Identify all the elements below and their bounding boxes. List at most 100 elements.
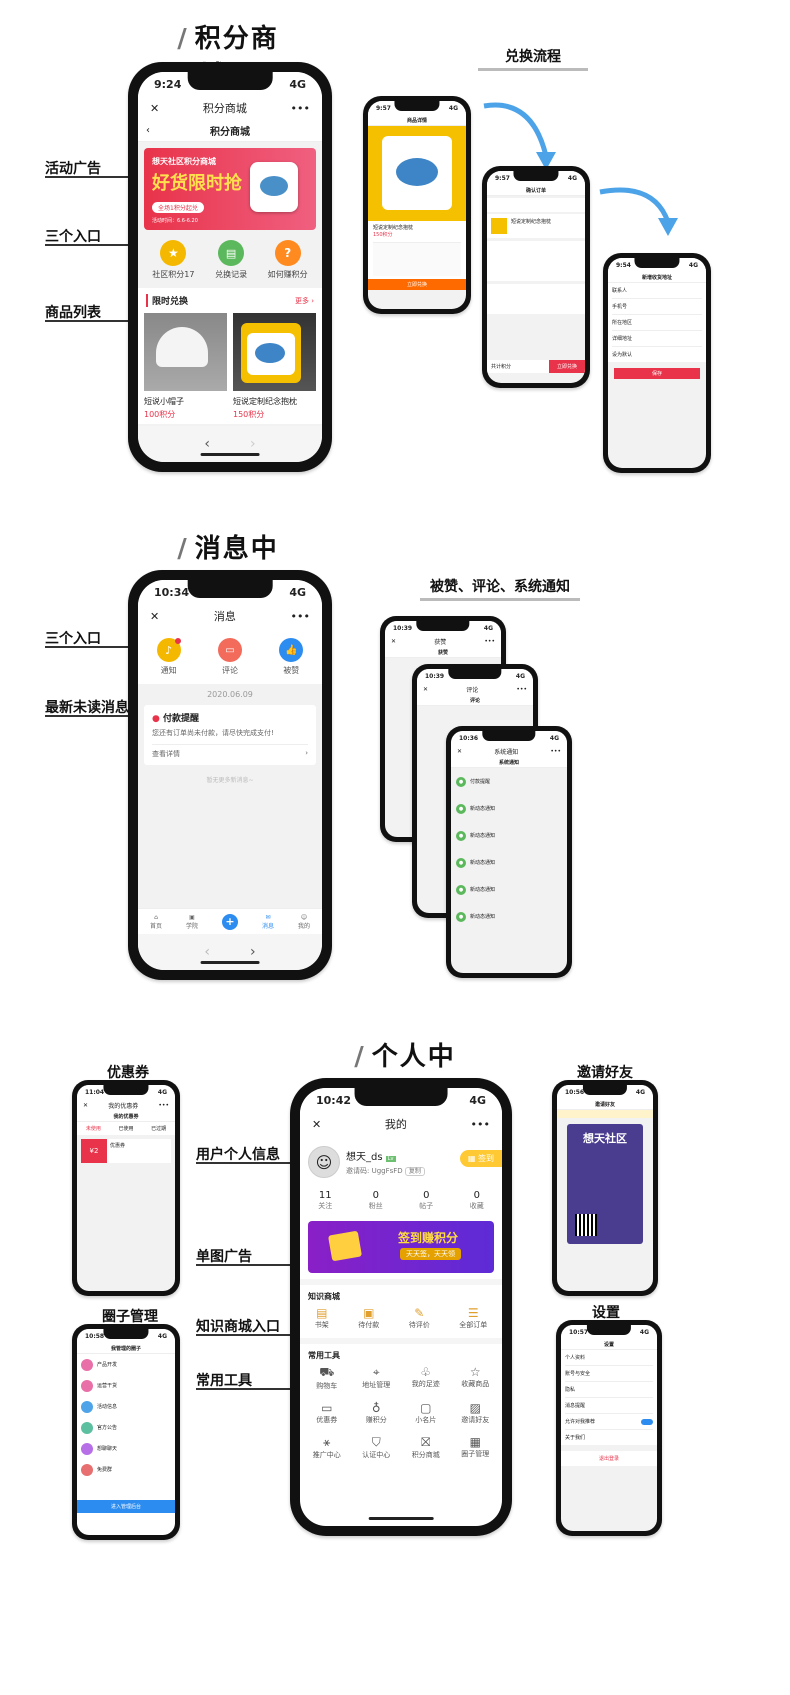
- circle-item[interactable]: 活动信息: [97, 1404, 118, 1410]
- toggle-switch[interactable]: [641, 1418, 653, 1425]
- earn-points-entry[interactable]: ? 如何赚积分: [268, 240, 308, 280]
- cart-tool[interactable]: ⛟购物车: [302, 1365, 352, 1391]
- product-card[interactable]: 短说小帽子 100积分: [144, 313, 227, 424]
- comment-entry[interactable]: ▭ 评论: [217, 638, 242, 676]
- notice-item[interactable]: 新动态通知: [470, 806, 496, 812]
- form-field[interactable]: 详细地址: [612, 331, 702, 347]
- footprint-tool[interactable]: ♧我的足迹: [401, 1365, 451, 1391]
- notice-item[interactable]: 新动态通知: [470, 860, 496, 866]
- notice-entry[interactable]: ♪ 通知: [156, 638, 181, 676]
- notice-list: ●付款提醒 ●新动态通知 ●新动态通知 ●新动态通知 ●新动态通知 ●新动态通知: [451, 768, 567, 930]
- tab-mine[interactable]: ☺我的: [297, 913, 310, 930]
- close-icon[interactable]: ✕: [83, 1101, 89, 1109]
- invite-poster[interactable]: 想天社区: [567, 1124, 643, 1244]
- more-icon[interactable]: •••: [290, 609, 310, 623]
- tab-unused[interactable]: 未使用: [85, 1126, 101, 1132]
- money-bag-icon: ♁: [371, 1401, 381, 1415]
- save-button[interactable]: 保存: [614, 368, 700, 379]
- settings-item[interactable]: 消息提醒: [565, 1398, 653, 1414]
- tab-message[interactable]: ✉消息: [261, 913, 274, 930]
- all-orders-entry[interactable]: ☰全部订单: [459, 1306, 488, 1329]
- circle-manage-tool[interactable]: ▦圈子管理: [451, 1435, 501, 1460]
- invite-tool[interactable]: ▨邀请好友: [451, 1401, 501, 1425]
- star-icon: ★: [160, 240, 187, 266]
- form-field[interactable]: 所在地区: [612, 315, 702, 331]
- back-arrow-icon[interactable]: ‹: [204, 944, 210, 960]
- verify-tool[interactable]: ⛉认证中心: [352, 1435, 402, 1460]
- checkin-button[interactable]: ▦ 签到: [459, 1150, 502, 1167]
- more-icon[interactable]: •••: [516, 685, 527, 693]
- more-icon[interactable]: •••: [470, 1117, 490, 1131]
- forward-arrow-icon[interactable]: ›: [250, 436, 256, 452]
- settings-item[interactable]: 账号与安全: [565, 1366, 653, 1382]
- circle-item[interactable]: 产品开发: [97, 1362, 118, 1368]
- signal-indicator: 4G: [289, 77, 306, 91]
- settings-item[interactable]: 隐私: [565, 1382, 653, 1398]
- exchange-button[interactable]: 立即兑换: [368, 279, 466, 290]
- points-entry[interactable]: ★ 社区积分17: [152, 240, 194, 280]
- notice-item[interactable]: 新动态通知: [470, 887, 496, 893]
- circle-item[interactable]: 运营干货: [97, 1383, 118, 1389]
- circle-item[interactable]: 免费群: [97, 1467, 113, 1473]
- settings-item[interactable]: 关于我们: [565, 1435, 586, 1441]
- avatar[interactable]: ☺: [308, 1146, 340, 1178]
- form-field[interactable]: 手机号: [612, 299, 702, 315]
- more-icon[interactable]: •••: [484, 637, 495, 645]
- tab-used[interactable]: 已使用: [118, 1126, 134, 1132]
- tab-post[interactable]: +: [221, 913, 238, 930]
- settings-item[interactable]: 个人资料: [565, 1350, 653, 1366]
- signal-indicator: 4G: [448, 104, 458, 112]
- exchange-record-entry[interactable]: ▤ 兑换记录: [215, 240, 247, 280]
- like-entry[interactable]: 👍 被赞: [279, 638, 304, 676]
- form-field[interactable]: 联系人: [612, 283, 702, 299]
- more-link[interactable]: 更多 ›: [294, 296, 314, 305]
- notice-item[interactable]: 付款提醒: [470, 779, 491, 785]
- close-icon[interactable]: ✕: [150, 101, 160, 115]
- home-icon: ⌂: [154, 913, 158, 921]
- more-icon[interactable]: •••: [158, 1101, 169, 1109]
- copy-button[interactable]: 复制: [404, 1167, 425, 1176]
- pending-review-entry[interactable]: ✎待评价: [408, 1306, 430, 1329]
- business-card-tool[interactable]: ▢小名片: [401, 1401, 451, 1425]
- earn-points-tool[interactable]: ♁赚积分: [352, 1401, 402, 1425]
- back-icon[interactable]: ‹: [146, 125, 150, 136]
- close-icon[interactable]: ✕: [391, 637, 397, 645]
- product-card[interactable]: 短说定制纪念抱枕 150积分: [233, 313, 316, 424]
- back-arrow-icon[interactable]: ‹: [204, 436, 210, 452]
- logout-button[interactable]: 退出登录: [561, 1451, 657, 1466]
- close-icon[interactable]: ✕: [457, 747, 463, 755]
- activity-banner[interactable]: 想天社区积分商城 好货限时抢 全场1积分起兑 活动时间：6.6-6.20: [144, 148, 316, 230]
- more-icon[interactable]: •••: [550, 747, 561, 755]
- default-toggle[interactable]: 设为默认: [612, 352, 633, 358]
- pending-payment-entry[interactable]: ▣待付款: [358, 1306, 380, 1329]
- tab-home[interactable]: ⌂首页: [149, 913, 162, 930]
- more-icon[interactable]: •••: [290, 101, 310, 115]
- exchange-button[interactable]: 立即兑换: [548, 360, 585, 373]
- view-detail-link[interactable]: 查看详情: [152, 750, 180, 758]
- promotion-tool[interactable]: ⚹推广中心: [302, 1435, 352, 1460]
- forward-arrow-icon[interactable]: ›: [250, 944, 256, 960]
- circle-item[interactable]: 想聊聊天: [97, 1446, 118, 1452]
- circle-item[interactable]: 官方公告: [97, 1425, 118, 1431]
- manage-backend-button[interactable]: 进入管理后台: [77, 1500, 175, 1513]
- tab-academy[interactable]: ▣学院: [185, 913, 198, 930]
- coupon-tool[interactable]: ▭优惠券: [302, 1401, 352, 1425]
- close-icon[interactable]: ✕: [423, 685, 429, 693]
- favorites-tool[interactable]: ☆收藏商品: [451, 1365, 501, 1391]
- signal-indicator: 4G: [157, 1332, 167, 1340]
- close-icon[interactable]: ✕: [312, 1117, 322, 1131]
- coupon-card[interactable]: ¥2 优惠券: [81, 1139, 171, 1163]
- notice-item[interactable]: 新动态通知: [470, 914, 496, 920]
- notice-item[interactable]: 新动态通知: [470, 833, 496, 839]
- close-icon[interactable]: ✕: [150, 609, 160, 623]
- unread-message-card[interactable]: ● 付款提醒 您还有订单尚未付款，请尽快完成支付! 查看详情›: [144, 705, 316, 765]
- points-mall-tool[interactable]: ⛝积分商城: [401, 1435, 451, 1460]
- bookshelf-entry[interactable]: ▤书架: [314, 1306, 329, 1329]
- tab-expired[interactable]: 已过期: [151, 1126, 167, 1132]
- address-tool[interactable]: ⌖地址管理: [352, 1365, 402, 1391]
- single-ad-banner[interactable]: 签到赚积分 天天签，天天领: [308, 1221, 494, 1273]
